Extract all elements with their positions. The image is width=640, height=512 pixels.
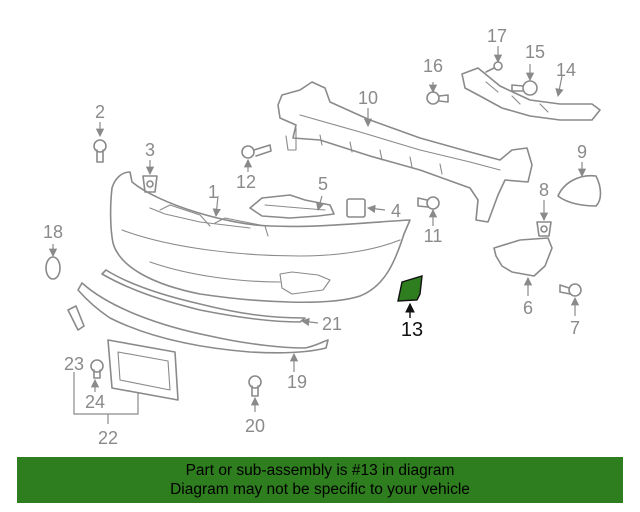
callout-15: 15 [525, 42, 545, 62]
callout-13: 13 [401, 319, 423, 341]
parts-diagram: 1 2 3 4 5 6 7 8 9 10 11 12 13 14 15 16 1… [43, 26, 602, 448]
callout-14: 14 [556, 60, 576, 80]
clip-4-part [346, 198, 366, 218]
callout-3: 3 [145, 140, 155, 160]
bolt-17-part [485, 61, 503, 73]
callout-6: 6 [523, 298, 533, 318]
callout-22: 22 [98, 428, 118, 448]
callout-9: 9 [577, 142, 587, 162]
callout-5: 5 [318, 174, 328, 194]
cap-9-part [557, 174, 602, 207]
callout-20: 20 [245, 416, 265, 436]
callout-2: 2 [95, 102, 105, 122]
spoiler-19-part [77, 282, 329, 354]
banner-line-2: Diagram may not be specific to your vehi… [170, 481, 470, 498]
info-banner: Part or sub-assembly is #13 in diagram D… [17, 457, 623, 503]
clip-3-part [142, 175, 158, 193]
bolt-24-part [90, 359, 104, 379]
bumper-cover-part [109, 171, 411, 304]
callout-17: 17 [487, 26, 507, 46]
molding-21-part [101, 269, 306, 323]
impact-bar-part [277, 81, 533, 223]
callout-16: 16 [423, 56, 443, 76]
callout-12: 12 [236, 172, 256, 192]
callout-leaders [48, 46, 587, 424]
callout-24: 24 [85, 392, 105, 412]
bolt-20-part [248, 375, 262, 397]
bolt-2-part [93, 139, 107, 163]
bracket-6-part [493, 237, 553, 277]
callout-7: 7 [570, 318, 580, 338]
bolt-11-part [417, 196, 440, 210]
callout-23: 23 [64, 354, 84, 374]
bolt-16-part [426, 91, 449, 105]
callout-18: 18 [43, 222, 63, 242]
callout-11: 11 [424, 226, 443, 246]
bracket-14-part [461, 67, 601, 121]
highlighted-part-13[interactable] [397, 275, 423, 302]
callout-21: 21 [322, 314, 342, 334]
callout-4: 4 [391, 201, 401, 221]
fastener-23-part [67, 305, 85, 331]
callout-1: 1 [208, 182, 218, 202]
license-plate-bracket-part [107, 339, 179, 401]
banner-line-1: Part or sub-assembly is #13 in diagram [185, 462, 455, 479]
callout-8: 8 [539, 180, 549, 200]
callout-numbers: 1 2 3 4 5 6 7 8 9 10 11 12 13 14 15 16 1… [43, 26, 587, 448]
grommet-18-part [45, 256, 61, 280]
callout-10: 10 [358, 88, 378, 108]
clip-8-part [536, 221, 552, 237]
bolt-7-part [559, 283, 582, 297]
bolt-12-part [241, 144, 272, 159]
callout-19: 19 [287, 372, 307, 392]
